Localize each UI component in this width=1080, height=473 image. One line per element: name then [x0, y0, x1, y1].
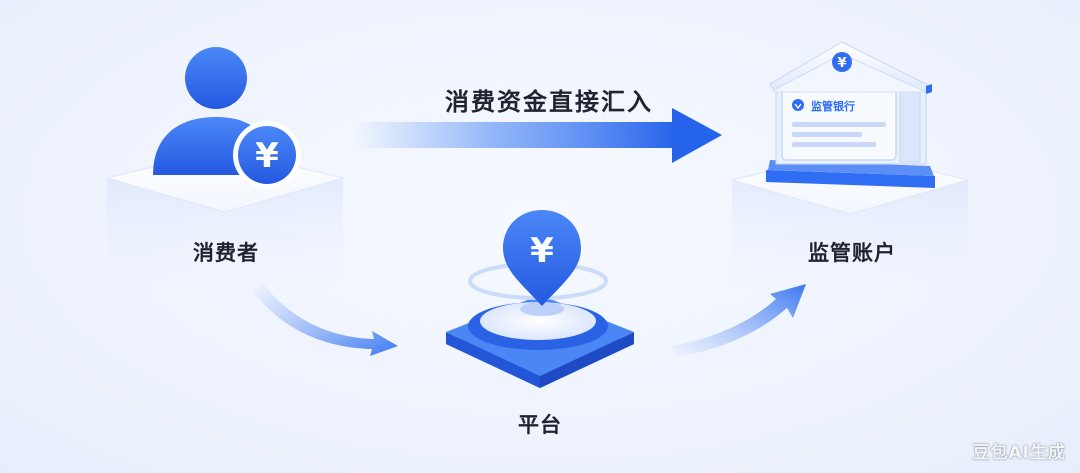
- svg-text:¥: ¥: [255, 136, 279, 176]
- direct-flow-arrow: [355, 108, 722, 163]
- consumer-label: 消费者: [193, 241, 259, 265]
- platform-to-account-arrow: [672, 284, 806, 357]
- watermark: 豆包AI生成: [972, 443, 1066, 463]
- svg-text:¥: ¥: [530, 231, 554, 271]
- platform-label: 平台: [518, 413, 562, 437]
- consumer-to-platform-arrow: [254, 282, 398, 356]
- flow-label: 消费资金直接汇入: [445, 88, 653, 116]
- platform-base: [446, 262, 634, 388]
- yuan-pin-icon: ¥: [503, 210, 581, 316]
- svg-text:监管银行: 监管银行: [811, 99, 855, 113]
- supervised-account-label: 监管账户: [808, 241, 896, 265]
- bank-building-icon: 监管银行 ¥: [766, 41, 935, 188]
- yuan-coin-icon: ¥: [233, 121, 301, 189]
- svg-text:¥: ¥: [837, 56, 846, 71]
